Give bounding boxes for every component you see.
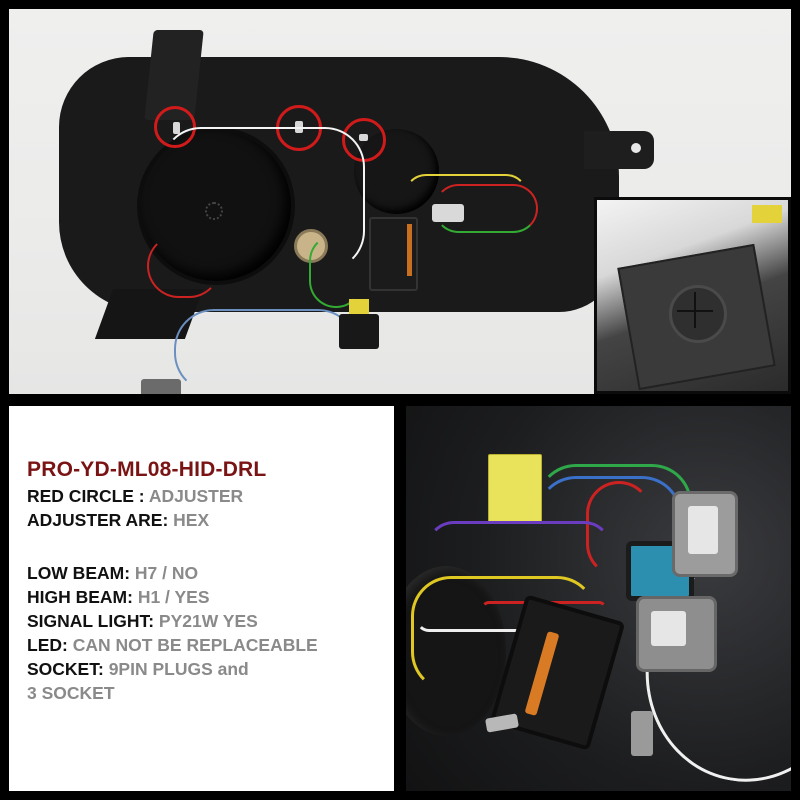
spec-socket: SOCKET: 9PIN PLUGS and [27,659,249,680]
spec-label: ADJUSTER ARE: [27,510,174,530]
spec-socket-continued: 3 SOCKET [27,683,115,704]
spec-value: H7 / NO [134,563,199,583]
spec-value: 9PIN PLUGS [108,659,213,679]
wiring-closeup-photo [406,406,791,791]
red-wire [147,234,221,298]
spec-adjuster-type: ADJUSTER ARE: HEX [27,510,209,531]
inset-cross-line-v [694,292,696,328]
purple-wire [426,521,612,577]
spec-low-beam: LOW BEAM: H7 / NO [27,563,198,584]
yellow-relay-plug [488,454,542,524]
spec-label: SOCKET: [27,659,109,679]
clear-splice-connector [432,204,464,222]
yellow-wire [404,174,528,218]
spec-value: HEX [173,510,210,530]
black-plug [339,314,379,349]
spec-label: SIGNAL LIGHT: [27,611,159,631]
spec-label: RED CIRCLE : [27,486,149,506]
spec-signal-light: SIGNAL LIGHT: PY21W YES [27,611,258,632]
grey-connector-top-face [688,506,718,554]
green-wire [309,234,363,308]
housing-mount-tab-right [584,131,654,169]
inset-photo-bulb-cover [594,197,791,394]
headlight-rear-photo [9,9,791,394]
dust-cap-holes [205,202,223,220]
spec-value: PY21W YES [158,611,258,631]
white-wire [416,606,562,632]
blue-wire [174,309,358,393]
spec-value: H1 / YES [137,587,210,607]
white-wire [161,127,365,271]
adjuster-screw-1 [173,122,180,134]
mount-stud [631,711,653,756]
part-number-title: PRO-YD-ML08-HID-DRL [27,458,267,481]
spec-value: CAN NOT BE REPLACEABLE [72,635,318,655]
spec-led: LED: CAN NOT BE REPLACEABLE [27,635,318,656]
spec-label: LOW BEAM: [27,563,135,583]
grey-connector-bottom-face [651,611,686,646]
spec-value: 3 SOCKET [27,683,115,703]
spec-high-beam: HIGH BEAM: H1 / YES [27,587,210,608]
spec-value-suffix: and [212,659,249,679]
spec-value: ADJUSTER [148,486,244,506]
spec-label: HIGH BEAM: [27,587,138,607]
inset-cover-knob [669,285,727,343]
adjuster-screw-3 [359,134,368,141]
9pin-connector-orange-lock [407,224,412,276]
spec-red-circle: RED CIRCLE : ADJUSTER [27,486,243,507]
spec-text-panel: PRO-YD-ML08-HID-DRL RED CIRCLE : ADJUSTE… [9,406,394,791]
inset-yellow-plug [752,205,782,223]
grey-plug [141,379,181,394]
red-green-loop [434,184,538,233]
yellow-wire [411,576,597,692]
spec-label: LED: [27,635,73,655]
mount-hole [631,143,641,153]
